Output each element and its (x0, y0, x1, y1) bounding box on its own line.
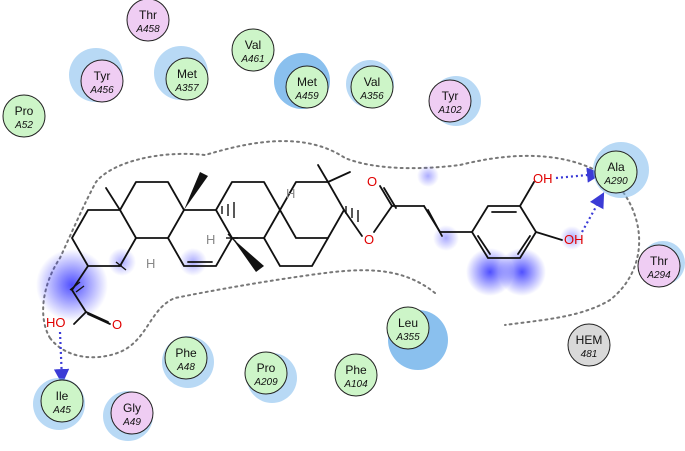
residue-name: Met (177, 67, 198, 81)
atom-o-acid: O (112, 317, 122, 332)
residue-name: Tyr (94, 69, 111, 83)
ligand-wedges (184, 172, 264, 272)
residue-number: A458 (135, 24, 160, 35)
residue-number: A461 (240, 54, 264, 65)
residue-disc (386, 306, 430, 350)
atom-h-3: H (146, 256, 155, 271)
residue-name: Pro (15, 104, 34, 118)
residue-name: HEM (576, 333, 603, 347)
atom-h-2: H (206, 232, 215, 247)
residue-name: Ile (56, 389, 69, 403)
residue-number: A355 (395, 332, 420, 343)
hbond-oh-ala (555, 167, 603, 183)
residue-number: A209 (253, 377, 278, 388)
residue-name: Tyr (442, 89, 459, 103)
residue-disc (40, 379, 84, 423)
atom-ho-acid: HO (46, 315, 66, 330)
residue-number: A294 (646, 270, 671, 281)
residue-disc (164, 336, 208, 380)
atom-h-1: H (286, 186, 295, 201)
residue-disc (285, 65, 329, 109)
residue-disc (126, 0, 170, 42)
residue-disc (110, 391, 154, 435)
residue-disc (231, 28, 275, 72)
residue-disc (428, 79, 472, 123)
atom-o-carbonyl: O (367, 174, 377, 189)
residue-name: Val (364, 75, 380, 89)
residue-number: A52 (14, 120, 33, 131)
residue-name: Thr (650, 254, 668, 268)
residue-number: A357 (174, 83, 199, 94)
residue-number: A45 (52, 405, 71, 416)
residue-hem-481: HEM 481 (567, 323, 611, 367)
atom-oh-lower: OH (564, 232, 584, 247)
residue-number: A104 (343, 379, 368, 390)
residue-name: Val (245, 38, 261, 52)
residue-number: A290 (603, 176, 628, 187)
residue-disc (165, 57, 209, 101)
residue-disc (244, 351, 288, 395)
atom-labels: O O OH OH HO O H H H (46, 171, 584, 332)
residue-name: Thr (139, 8, 157, 22)
residue-number: A356 (359, 91, 384, 102)
residue-name: Gly (123, 401, 141, 415)
atom-oh-upper: OH (533, 171, 553, 186)
residue-number: A48 (176, 362, 195, 373)
residue-name: Ala (607, 160, 625, 174)
residue-disc (567, 323, 611, 367)
ligand-bonds (71, 164, 563, 325)
residue-number: A49 (122, 417, 141, 428)
hbond-oh-ala-2 (581, 192, 605, 233)
residue-name: Met (297, 75, 318, 89)
residue-name: Phe (175, 346, 197, 360)
residue-disc (334, 353, 378, 397)
hbond-acid-ile (53, 331, 70, 385)
residue-disc (2, 94, 46, 138)
residue-number: A459 (294, 91, 319, 102)
residue-disc (80, 59, 124, 103)
residue-disc (350, 65, 394, 109)
residue-name: Leu (398, 316, 418, 330)
atom-o-ester: O (364, 232, 374, 247)
residue-number: A456 (89, 85, 114, 96)
residue-name: Pro (257, 361, 276, 375)
ligand-hashes (69, 202, 359, 293)
residue-disc (637, 244, 681, 288)
residue-number: 481 (581, 349, 598, 360)
glows (36, 165, 584, 321)
hbonds (53, 167, 605, 385)
residue-disc (594, 150, 638, 194)
residue-number: A102 (437, 105, 462, 116)
residue-name: Phe (345, 363, 367, 377)
pocket-outline (42, 140, 641, 359)
